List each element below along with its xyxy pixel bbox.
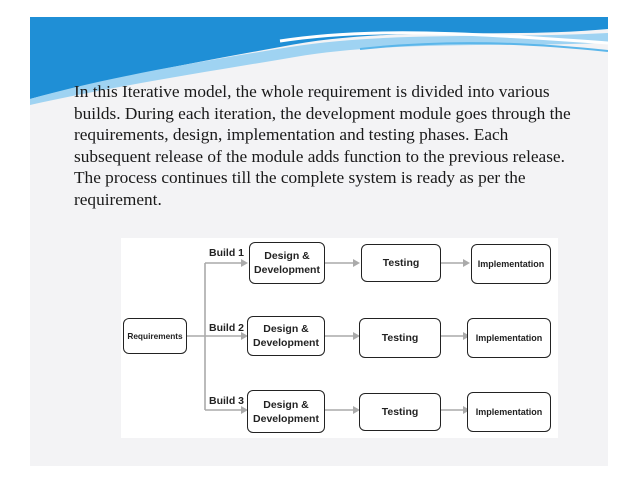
build-1-implementation-box: Implementation bbox=[471, 244, 551, 284]
build-1-design-development-box: Design & Development bbox=[249, 242, 325, 284]
build-2-implementation-box: Implementation bbox=[467, 318, 551, 358]
build-2-label: Build 2 bbox=[209, 322, 245, 334]
diagram-connectors bbox=[187, 259, 470, 414]
build-1-testing-box: Testing bbox=[361, 244, 441, 282]
build-3-label: Build 3 bbox=[209, 395, 245, 407]
build-3-design-development-box: Design & Development bbox=[247, 390, 325, 433]
requirements-box: Requirements bbox=[123, 318, 187, 354]
body-paragraph: In this Iterative model, the whole requi… bbox=[74, 82, 571, 209]
build-1-label: Build 1 bbox=[209, 247, 245, 259]
header-swoosh-decoration bbox=[30, 17, 608, 105]
build-3-implementation-box: Implementation bbox=[467, 392, 551, 432]
build-2-design-development-box: Design & Development bbox=[247, 316, 325, 356]
iterative-model-diagram: Requirements Build 1 Build 2 Build 3 Des… bbox=[121, 238, 558, 438]
build-2-testing-box: Testing bbox=[359, 318, 441, 358]
build-3-testing-box: Testing bbox=[359, 393, 441, 431]
